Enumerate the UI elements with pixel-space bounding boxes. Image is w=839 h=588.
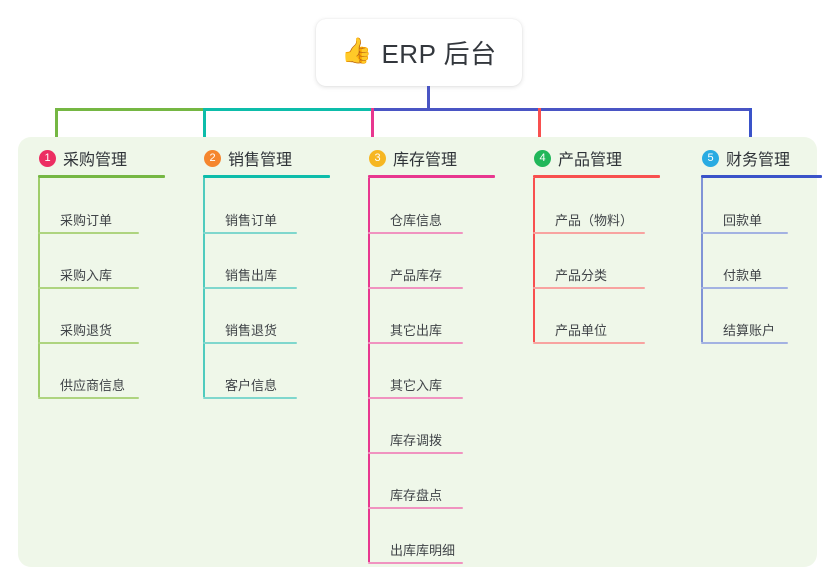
column-header-1[interactable]: 1 采购管理 [38,145,127,171]
column-header-rule [203,175,330,178]
list-item-label: 仓库信息 [390,213,443,228]
connector-bar-segment-1 [55,108,204,111]
list-item[interactable]: 付款单 [701,234,812,289]
column-header-rule [701,175,822,178]
list-item[interactable]: 产品单位 [533,289,669,344]
column-title: 产品管理 [558,152,623,169]
list-item[interactable]: 采购入库 [38,234,163,289]
column-title: 库存管理 [393,152,458,169]
column-header-5[interactable]: 5 财务管理 [701,145,790,171]
list-item-label: 销售订单 [225,213,278,228]
list-item-rule [701,232,788,234]
list-item-rule [701,287,788,289]
list-item-rule [368,507,463,509]
connector-stem [427,86,430,110]
list-item-rule [38,287,139,289]
list-item[interactable]: 产品库存 [368,234,487,289]
list-item-label: 供应商信息 [60,378,126,393]
column-spine [368,178,370,562]
column-title: 财务管理 [726,152,791,169]
list-item[interactable]: 产品（物料） [533,179,669,234]
root-title-card[interactable]: 👍 ERP 后台 [316,19,522,86]
list-item-label: 产品库存 [390,268,443,283]
list-item[interactable]: 采购订单 [38,179,163,234]
list-item-rule [368,342,463,344]
column-title: 采购管理 [63,152,128,169]
list-item-rule [368,287,463,289]
column-header-3[interactable]: 3 库存管理 [368,145,457,171]
list-item[interactable]: 销售订单 [203,179,321,234]
list-item[interactable]: 供应商信息 [38,344,163,399]
list-item-label: 客户信息 [225,378,278,393]
modules-panel: 1 采购管理采购订单采购入库采购退货供应商信息 2 销售管理销售订单销售出库销售退货客… [18,137,822,567]
list-item[interactable]: 其它入库 [368,344,487,399]
column-number-badge: 1 [39,149,56,167]
column-number-badge: 5 [702,149,719,167]
connector-bar-segment-2 [203,108,373,111]
list-item-label: 库存盘点 [390,488,443,503]
list-item-rule [368,452,463,454]
list-item-label: 回款单 [723,213,763,228]
list-item[interactable]: 回款单 [701,179,812,234]
connector-drop-4 [538,108,541,140]
list-item-label: 采购入库 [60,268,113,283]
list-item-label: 其它入库 [390,378,443,393]
list-item-rule [38,342,139,344]
list-item-label: 销售出库 [225,268,278,283]
list-item[interactable]: 库存盘点 [368,454,487,509]
list-item-rule [203,397,297,399]
column-spine [533,178,535,342]
connector-drop-2 [203,108,206,140]
column-header-4[interactable]: 4 产品管理 [533,145,622,171]
list-item-rule [533,342,645,344]
list-item[interactable]: 采购退货 [38,289,163,344]
column-header-rule [533,175,660,178]
list-item-label: 产品分类 [555,268,608,283]
column-number-badge: 4 [534,149,551,167]
list-item-label: 出库库明细 [390,543,456,558]
column-header-rule [368,175,495,178]
connector-drop-3 [371,108,374,140]
column-spine [701,178,703,342]
page-title: ERP 后台 [381,39,497,69]
list-item-rule [38,232,139,234]
list-item-label: 付款单 [723,268,763,283]
list-item-rule [38,397,139,399]
list-item-label: 库存调拨 [390,433,443,448]
connector-bar-segment-3 [371,108,751,111]
list-item-label: 产品单位 [555,323,608,338]
list-item-rule [368,232,463,234]
list-item[interactable]: 产品分类 [533,234,669,289]
list-item-rule [533,232,645,234]
list-item-rule [368,397,463,399]
list-item[interactable]: 库存调拨 [368,399,487,454]
column-header-rule [38,175,165,178]
connector-drop-1 [55,108,58,140]
list-item-rule [203,232,297,234]
list-item-rule [368,562,463,564]
list-item-label: 结算账户 [723,323,776,338]
column-title: 销售管理 [228,152,293,169]
connector-drop-5 [749,108,752,140]
list-item-label: 采购退货 [60,323,113,338]
list-item[interactable]: 客户信息 [203,344,321,399]
column-header-2[interactable]: 2 销售管理 [203,145,292,171]
list-item[interactable]: 仓库信息 [368,179,487,234]
list-item[interactable]: 出库库明细 [368,509,487,564]
column-number-badge: 2 [204,149,221,167]
list-item[interactable]: 销售出库 [203,234,321,289]
list-item-label: 产品（物料） [555,213,634,228]
list-item-rule [203,342,297,344]
list-item-label: 销售退货 [225,323,278,338]
list-item[interactable]: 结算账户 [701,289,812,344]
list-item-rule [701,342,788,344]
list-item[interactable]: 销售退货 [203,289,321,344]
list-item-label: 采购订单 [60,213,113,228]
thumbs-up-icon: 👍 [341,37,373,65]
list-item-label: 其它出库 [390,323,443,338]
list-item-rule [203,287,297,289]
list-item[interactable]: 其它出库 [368,289,487,344]
column-number-badge: 3 [369,149,386,167]
list-item-rule [533,287,645,289]
